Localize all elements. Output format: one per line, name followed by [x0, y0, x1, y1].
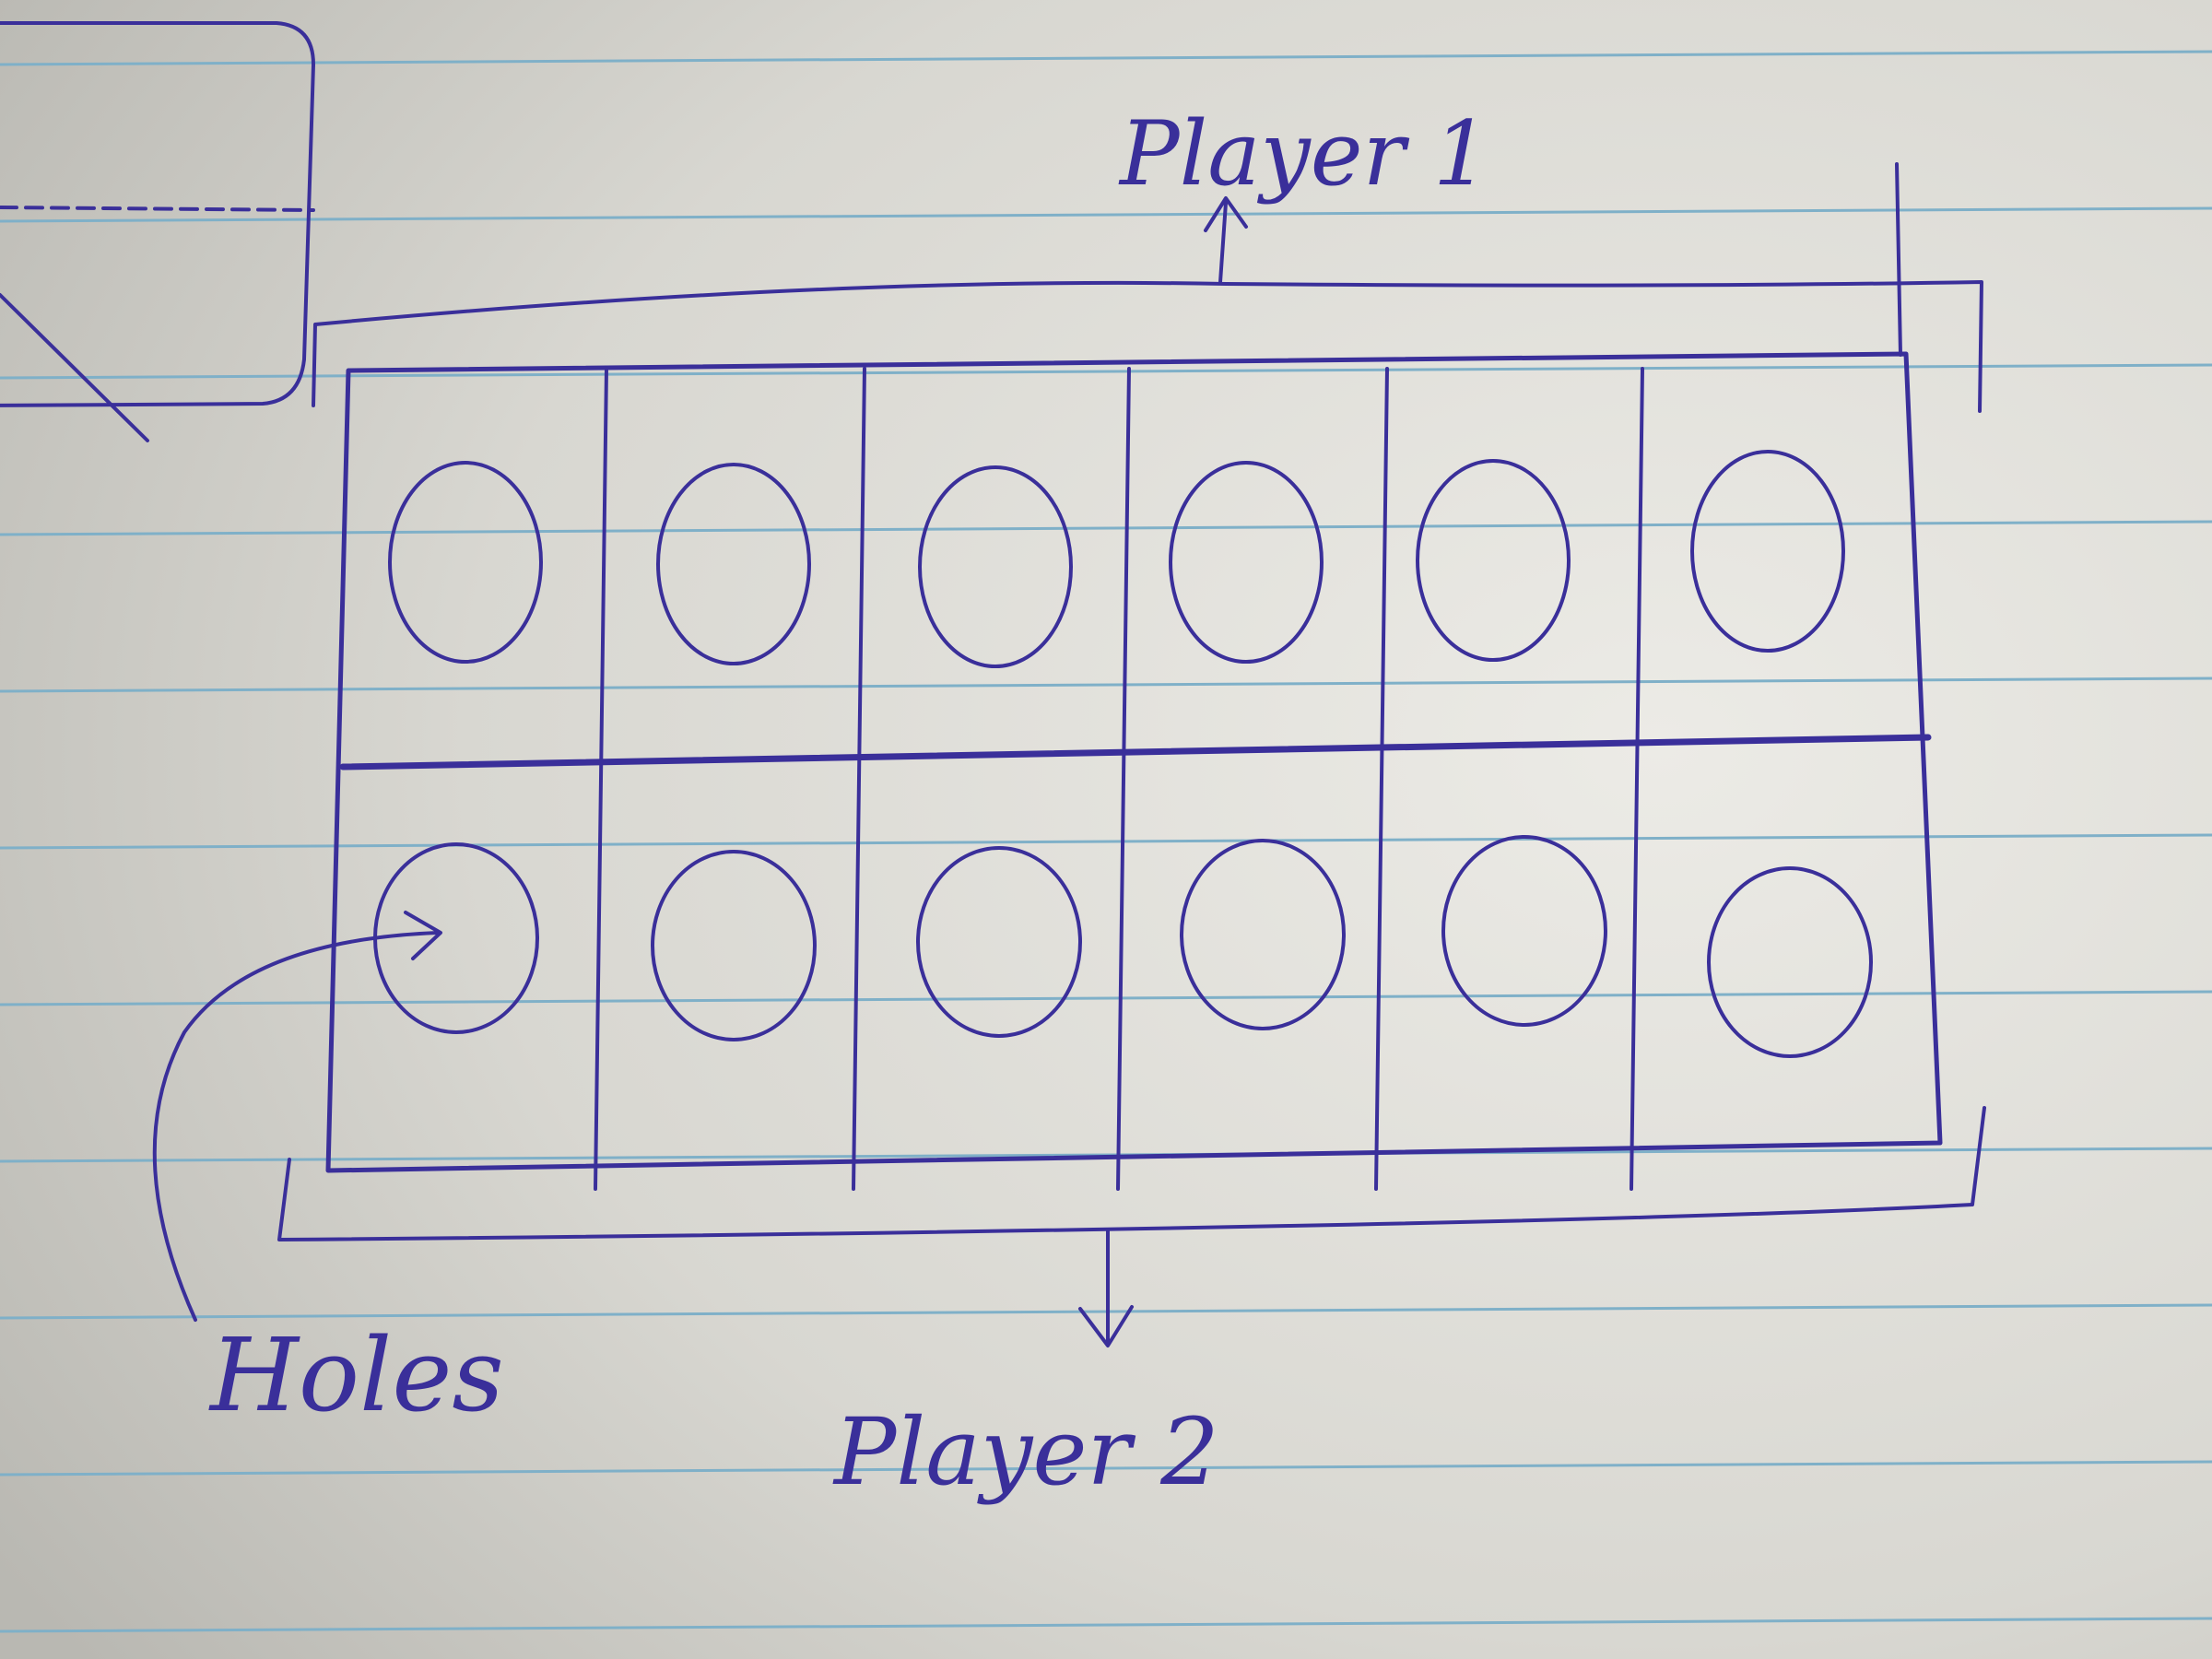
- board-column-divider: [1374, 367, 1389, 1191]
- board-outline: [325, 351, 1943, 1173]
- ruled-lines: [0, 50, 2212, 1633]
- hole-bottom-2: [651, 850, 817, 1041]
- hole-top-1: [388, 461, 543, 664]
- player-1-arrow: [1204, 196, 1248, 284]
- ruled-line: [0, 206, 2212, 223]
- board-column-divider: [1116, 367, 1131, 1191]
- hole-top-5: [1416, 459, 1571, 662]
- board-column-divider: [1630, 367, 1644, 1191]
- ruled-line: [0, 677, 2212, 693]
- board-column-dividers: [594, 367, 1644, 1191]
- player-2-label: Player 2: [832, 1398, 1219, 1506]
- ruled-line: [0, 1460, 2212, 1477]
- hole-top-2: [656, 463, 811, 665]
- hole-top-6: [1690, 450, 1845, 653]
- hole-bottom-6: [1707, 866, 1873, 1058]
- board-column-divider: [852, 367, 866, 1191]
- player-1-label: Player 1: [1118, 102, 1489, 206]
- ruled-line: [0, 990, 2212, 1006]
- hole-bottom-5: [1441, 835, 1607, 1027]
- player-2-arrow: [1078, 1230, 1134, 1347]
- ruled-line: [0, 520, 2212, 536]
- partial-box-dashed-line: [0, 206, 315, 212]
- partial-box-diagonal: [0, 293, 149, 442]
- hole-top-3: [918, 465, 1073, 668]
- player-2-bracket: [277, 1106, 1986, 1241]
- holes-pointer-arrow: [152, 911, 442, 1322]
- board-middle-divider: [339, 734, 1932, 771]
- hole-top-4: [1169, 461, 1324, 664]
- board-column-divider: [594, 367, 608, 1191]
- ruled-line: [0, 1147, 2212, 1163]
- ruled-line: [0, 363, 2212, 380]
- hole-bottom-4: [1180, 839, 1346, 1030]
- holes-grid: [373, 450, 1873, 1058]
- margin-stroke: [1895, 162, 1902, 357]
- player-1-bracket: [312, 280, 1983, 413]
- holes-label: Holes: [208, 1316, 504, 1434]
- ruled-line: [0, 50, 2212, 66]
- hole-bottom-3: [916, 846, 1082, 1038]
- ruled-line: [0, 833, 2212, 850]
- partial-box-sketch: [0, 21, 315, 407]
- ruled-line: [0, 1617, 2212, 1633]
